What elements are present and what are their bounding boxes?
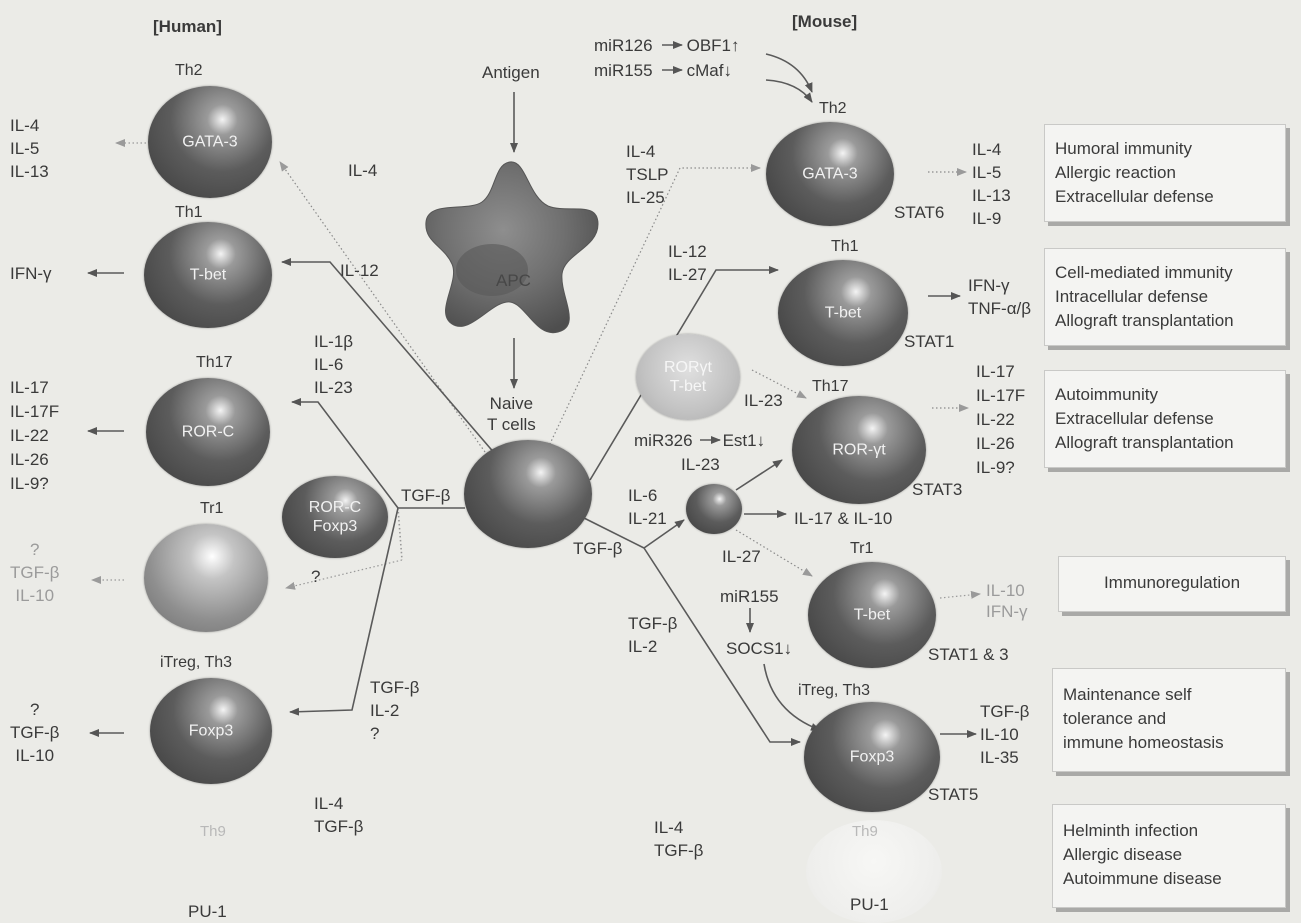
mouse-th2-name: Th2 xyxy=(819,100,847,118)
mouse-tr1-target: SOCS1↓ xyxy=(726,640,792,657)
human-tgf-branch-label: TGF-β xyxy=(401,487,450,504)
mouse-th17-signal-a: IL-23 xyxy=(744,392,783,409)
human-th1-cell: T-bet xyxy=(144,222,272,328)
mouse-tr1-signal: IL-27 xyxy=(722,548,761,565)
mouse-early-product: IL-17 & IL-10 xyxy=(794,510,892,527)
human-th17-cell: ROR-C xyxy=(146,378,270,486)
human-th17-name: Th17 xyxy=(196,354,232,372)
mouse-tr1-cell: T-bet xyxy=(808,562,936,668)
human-th2-signal: IL-4 xyxy=(348,162,377,179)
mouse-early-tgf: TGF-β xyxy=(573,540,622,557)
human-itreg-name: iTreg, Th3 xyxy=(160,654,232,672)
mouse-itreg-stat: STAT5 xyxy=(928,786,978,803)
mouse-th9-name: Th9 xyxy=(852,824,878,839)
human-itreg-tf: Foxp3 xyxy=(150,722,272,741)
human-th1-tf: T-bet xyxy=(144,266,272,285)
mouse-th1-name: Th1 xyxy=(831,238,859,256)
mouse-tr1-tf: T-bet xyxy=(808,606,936,625)
function-box-tr1: Immunoregulation xyxy=(1058,556,1286,612)
mouse-th9-tf: PU-1 xyxy=(850,896,889,913)
human-th9-name: Th9 xyxy=(200,824,226,839)
human-th9-tf: PU-1 xyxy=(188,903,227,920)
mouse-intermediate-cell xyxy=(686,484,742,534)
human-tr1-name: Tr1 xyxy=(200,500,223,518)
human-itreg-cell: Foxp3 xyxy=(150,678,272,784)
human-header: [Human] xyxy=(153,18,222,35)
human-th1-name: Th1 xyxy=(175,204,203,222)
naive-t-cell xyxy=(464,440,592,548)
mouse-tr1-output xyxy=(940,594,980,598)
human-th2-name: Th2 xyxy=(175,62,203,80)
mouse-th17-cell: ROR-γt xyxy=(792,396,926,504)
human-th1-signal: IL-12 xyxy=(340,262,379,279)
mouse-th2-stat: STAT6 xyxy=(894,204,944,221)
mouse-itreg-cell: Foxp3 xyxy=(804,702,940,812)
mouse-th1-tf: T-bet xyxy=(778,304,908,323)
mouse-tr1-mirna: miR155 xyxy=(720,588,779,605)
mouse-th17-signal-b: IL-23 xyxy=(681,456,720,473)
mouse-header: [Mouse] xyxy=(792,13,857,30)
mouse-itreg-signals: TGF-βIL-2 xyxy=(628,612,677,658)
mouse-th2-cell: GATA-3 xyxy=(766,122,894,226)
mouse-th2-tf: GATA-3 xyxy=(766,165,894,184)
apc-cell xyxy=(422,150,602,340)
mouse-tr1-stat: STAT1 & 3 xyxy=(928,646,1009,663)
mouse-th17-stat: STAT3 xyxy=(912,481,962,498)
human-tr1-cell xyxy=(144,524,268,632)
mouse-itreg-tf: Foxp3 xyxy=(804,748,940,767)
human-th17-tf: ROR-C xyxy=(146,423,270,442)
obf1-to-th2 xyxy=(766,54,812,92)
human-tr1-signal: ? xyxy=(311,568,320,585)
small-to-th17 xyxy=(736,460,782,490)
cmaf-to-th2 xyxy=(766,80,812,102)
human-th2-tf: GATA-3 xyxy=(148,133,272,152)
human-th1-cytokine: IFN-γ xyxy=(10,265,52,282)
mouse-th17-name: Th17 xyxy=(812,378,848,396)
apc-label: APC xyxy=(496,272,531,289)
mouse-th1-cell: T-bet xyxy=(778,260,908,366)
mouse-th17-tf: ROR-γt xyxy=(792,441,926,460)
human-th2-cell: GATA-3 xyxy=(148,86,272,198)
mouse-th1-stat: STAT1 xyxy=(904,333,954,350)
mouse-tr1-name: Tr1 xyxy=(850,540,873,558)
mouse-itreg-name: iTreg, Th3 xyxy=(798,682,870,700)
antigen-label: Antigen xyxy=(482,64,540,81)
naive-label: Naive T cells xyxy=(487,393,536,435)
to-human-tr1 xyxy=(398,508,402,560)
